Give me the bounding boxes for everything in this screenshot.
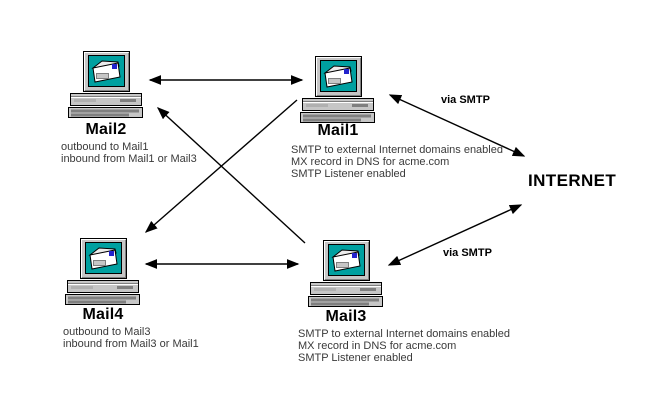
desc-line: MX record in DNS for acme.com bbox=[291, 156, 450, 168]
mail-computer-icon bbox=[68, 51, 144, 119]
edge-mail1-to-mail4 bbox=[144, 99, 298, 233]
node-mail1 bbox=[300, 56, 376, 124]
node-label-mail3: Mail3 bbox=[325, 308, 367, 325]
desc-line: SMTP to external Internet domains enable… bbox=[291, 144, 503, 156]
node-desc-mail2: outbound to Mail1 inbound from Mail1 or … bbox=[61, 141, 197, 165]
mail-computer-icon bbox=[65, 238, 141, 306]
mail-computer-icon bbox=[300, 56, 376, 124]
node-desc-mail1: SMTP to external Internet domains enable… bbox=[291, 144, 503, 180]
mail-computer-icon bbox=[308, 240, 384, 308]
desc-line: SMTP Listener enabled bbox=[291, 168, 406, 180]
node-mail4 bbox=[65, 238, 141, 306]
desc-line: MX record in DNS for acme.com bbox=[298, 340, 457, 352]
desc-line: SMTP Listener enabled bbox=[298, 352, 413, 364]
edge-mail3-to-mail2 bbox=[156, 107, 306, 244]
edge-mail1-internet bbox=[388, 94, 526, 157]
edge-label-via-smtp-bottom: via SMTP bbox=[443, 247, 492, 259]
desc-line: outbound to Mail3 bbox=[63, 326, 151, 338]
node-desc-mail3: SMTP to external Internet domains enable… bbox=[298, 328, 510, 364]
node-label-mail2: Mail2 bbox=[85, 121, 127, 138]
desc-line: outbound to Mail1 bbox=[61, 141, 149, 153]
node-desc-mail4: outbound to Mail3 inbound from Mail3 or … bbox=[63, 326, 199, 350]
edge-mail3-internet bbox=[387, 204, 523, 266]
desc-line: SMTP to external Internet domains enable… bbox=[298, 328, 510, 340]
desc-line: inbound from Mail3 or Mail1 bbox=[63, 338, 199, 350]
node-mail3 bbox=[308, 240, 384, 308]
edge-label-via-smtp-top: via SMTP bbox=[441, 94, 490, 106]
node-label-mail4: Mail4 bbox=[82, 306, 124, 323]
node-mail2 bbox=[68, 51, 144, 119]
node-label-mail1: Mail1 bbox=[317, 122, 359, 139]
desc-line: inbound from Mail1 or Mail3 bbox=[61, 153, 197, 165]
node-internet: INTERNET bbox=[528, 171, 617, 190]
